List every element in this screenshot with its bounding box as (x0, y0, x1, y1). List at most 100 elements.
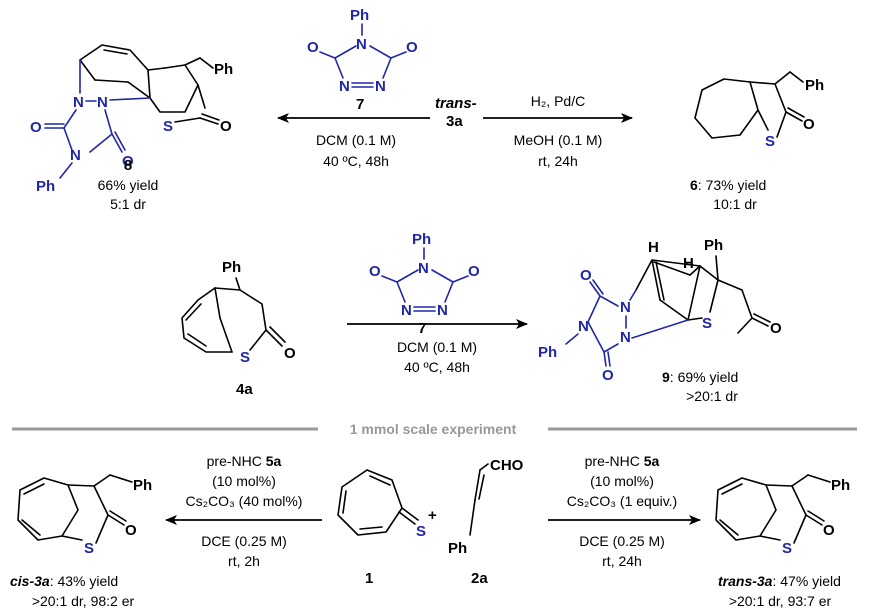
plus-sign: + (428, 507, 437, 524)
row3-left-time: rt, 2h (228, 553, 260, 569)
reagent-7-o2: O (406, 39, 418, 56)
product-6-yield: : 73% yield (698, 177, 766, 193)
row3-right-base: Cs₂CO₃ (1 equiv.) (567, 493, 677, 509)
cinnamaldehyde-2a-structure: CHO Ph (448, 457, 524, 557)
product-8-structure: Ph S O N N O O N Ph (30, 44, 233, 195)
product-9-yield: : 69% yield (670, 369, 738, 385)
row1-left-condition-temp: 40 ºC, 48h (323, 153, 389, 169)
compound-3a-label: 3a (446, 113, 463, 130)
trans-3a-name: trans-3a (718, 573, 773, 589)
substrate-4a-sulfur: S (240, 349, 250, 366)
row3-left-base: Cs₂CO₃ (40 mol%) (186, 493, 303, 509)
reagent-7-top-label: 7 (356, 96, 364, 113)
product-6-structure: Ph S O (694, 71, 824, 150)
product-9-phenyl: Ph (704, 237, 723, 254)
product-6-phenyl: Ph (805, 77, 824, 94)
reagent-7-n4: N (356, 36, 367, 53)
product-6-yield-line: 6: 73% yield (690, 177, 766, 193)
cis-3a-phenyl: Ph (133, 477, 152, 494)
product-9-dr: >20:1 dr (686, 388, 738, 404)
product-8-phenyl-n: Ph (36, 178, 55, 195)
product-6-oxygen: O (803, 116, 815, 133)
product-8-n3: N (70, 147, 81, 164)
product-8-yield: 66% yield (98, 177, 159, 193)
reagent-7-phenyl: Ph (350, 7, 369, 24)
row1-left-condition-solvent: DCM (0.1 M) (316, 132, 396, 148)
row2-condition-solvent: DCM (0.1 M) (397, 339, 477, 355)
tropothione-sulfur: S (416, 523, 426, 540)
product-9-oxygen-carbonyl: O (770, 320, 782, 337)
product-9-number: 9 (662, 369, 670, 385)
trans-3a-yield-line: trans-3a: 47% yield (718, 573, 841, 589)
cis-3a-oxygen: O (125, 522, 137, 539)
reagent-7-n1: N (339, 78, 350, 95)
cis-3a-structure: Ph S O (17, 474, 152, 557)
row2-condition-temp: 40 ºC, 48h (404, 359, 470, 375)
trans-3a-selectivity: >20:1 dr, 93:7 er (729, 593, 832, 609)
product-6-dr: 10:1 dr (713, 196, 757, 212)
row1-right-condition-solvent: MeOH (0.1 M) (514, 132, 603, 148)
trans-3a-yield: : 47% yield (772, 573, 840, 589)
product-9-sulfur: S (702, 315, 712, 332)
row3-left-catalyst-number: 5a (266, 453, 282, 469)
cis-3a-name: cis-3a (10, 573, 50, 589)
product-8-oxygen-carbonyl: O (220, 118, 232, 135)
cis-3a-selectivity: >20:1 dr, 98:2 er (32, 593, 135, 609)
cis-3a-sulfur: S (84, 540, 94, 557)
reagent-7b-o1: O (369, 263, 381, 280)
trans-3a-sulfur: S (782, 540, 792, 557)
product-8-phenyl: Ph (214, 61, 233, 78)
product-8-number: 8 (124, 157, 132, 174)
substrate-4a-phenyl: Ph (222, 259, 241, 276)
row1-right-condition-time: rt, 24h (538, 153, 578, 169)
cinnamaldehyde-phenyl: Ph (448, 540, 467, 557)
product-9-n1: N (620, 299, 631, 316)
product-9-n2: N (620, 329, 631, 346)
cinnamaldehyde-cho: CHO (490, 457, 524, 474)
reagent-7b-n1: N (401, 302, 412, 319)
row3-right-solvent: DCE (0.25 M) (579, 533, 665, 549)
product-9-structure: H H Ph S O N N O O N Ph (538, 237, 782, 384)
cis-3a-yield-line: cis-3a: 43% yield (10, 573, 118, 589)
trans-3a-structure: Ph S O (715, 474, 850, 557)
trans-3a-phenyl: Ph (831, 477, 850, 494)
reagent-7b-phenyl: Ph (412, 231, 431, 248)
substrate-4a-label: 4a (236, 381, 253, 398)
row1-right-condition-reagent: H₂, Pd/C (531, 93, 585, 109)
row3-right-time: rt, 24h (602, 553, 642, 569)
cis-3a-yield: : 43% yield (50, 573, 118, 589)
product-6-sulfur: S (765, 133, 775, 150)
substrate-4a-oxygen: O (284, 345, 296, 362)
reagent-7-middle-structure: Ph N O O N N (369, 231, 480, 319)
product-8-dr: 5:1 dr (110, 196, 146, 212)
row3-right-catalyst-load: (10 mol%) (590, 473, 654, 489)
row3-left-catalyst: pre-NHC 5a (207, 453, 282, 469)
row3-right-catalyst-text: pre-NHC (585, 453, 644, 469)
reactant-1-label: 1 (365, 570, 373, 587)
reactant-2a-label: 2a (471, 570, 488, 587)
reagent-7-o1: O (307, 39, 319, 56)
trans-prefix-label: trans- (435, 95, 477, 112)
substrate-4a-structure: Ph S O (181, 259, 296, 366)
section-title: 1 mmol scale experiment (350, 421, 517, 437)
row3-right-catalyst-number: 5a (644, 453, 660, 469)
product-9-n3: N (578, 318, 589, 335)
product-9-o1: O (580, 267, 592, 284)
product-8-n2: N (97, 94, 108, 111)
reagent-7b-n2: N (437, 302, 448, 319)
product-9-yield-line: 9: 69% yield (662, 369, 738, 385)
product-9-phenyl-n: Ph (538, 344, 557, 361)
product-9-o2: O (602, 367, 614, 384)
row3-left-catalyst-text: pre-NHC (207, 453, 266, 469)
row3-left-catalyst-load: (10 mol%) (212, 473, 276, 489)
product-8-o2: O (122, 153, 134, 170)
product-8-o1: O (30, 119, 42, 136)
tropothione-1-structure: S (337, 469, 426, 540)
product-9-h1: H (648, 239, 659, 256)
product-8-n1: N (73, 94, 84, 111)
trans-3a-oxygen: O (823, 522, 835, 539)
row3-left-solvent: DCE (0.25 M) (201, 533, 287, 549)
reagent-7-middle-label: 7 (418, 320, 426, 337)
reagent-7b-n4: N (418, 260, 429, 277)
